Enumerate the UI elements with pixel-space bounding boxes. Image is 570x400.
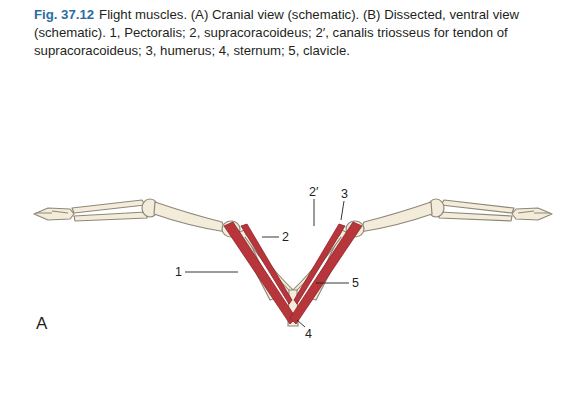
flight-muscles [224,222,362,324]
callout-number: 4 [305,327,312,341]
callout-number: 2 [282,230,289,244]
leader-lines [185,199,349,327]
panel-letter: A [36,315,47,333]
figure-number: Fig. 37.12 [34,7,94,22]
callout-number: 3 [341,187,348,201]
figure-caption-block: Fig. 37.12Flight muscles. (A) Cranial vi… [34,6,540,60]
callout-number: 1 [175,265,182,279]
callout-number: 2′ [309,185,318,199]
figure-caption: Flight muscles. (A) Cranial view (schema… [34,7,519,58]
callout-number: 5 [352,276,359,290]
